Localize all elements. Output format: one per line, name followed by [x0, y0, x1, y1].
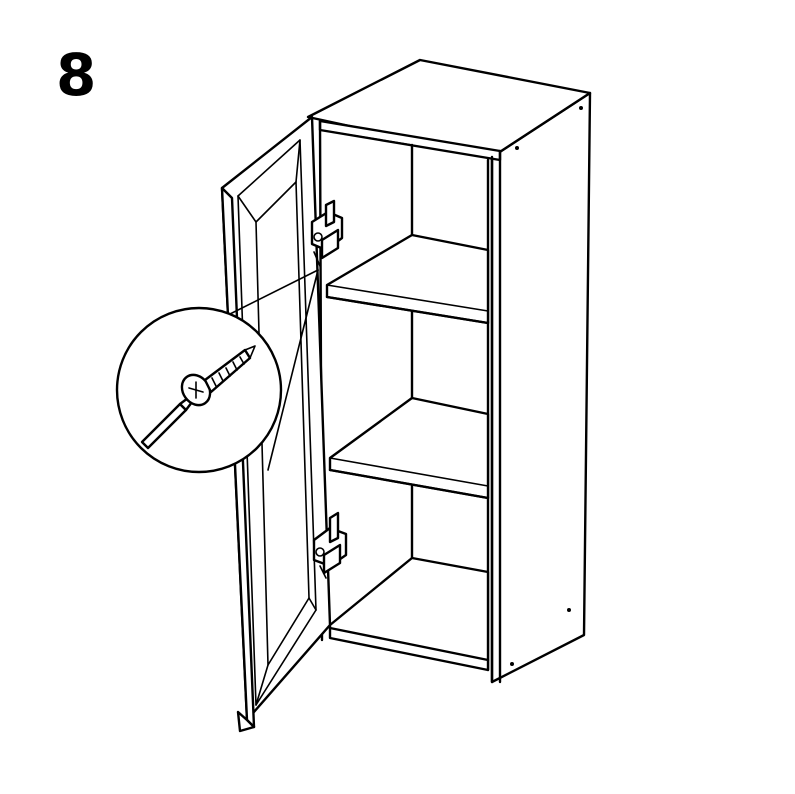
cabinet-icon — [306, 58, 592, 684]
step-number: 8 — [56, 41, 96, 109]
hinge-bottom-icon — [312, 511, 348, 579]
screw-icon — [180, 345, 256, 407]
hinge-top-icon — [310, 199, 344, 267]
detail-magnifier-icon — [115, 269, 319, 474]
screwdriver-icon — [140, 396, 194, 450]
